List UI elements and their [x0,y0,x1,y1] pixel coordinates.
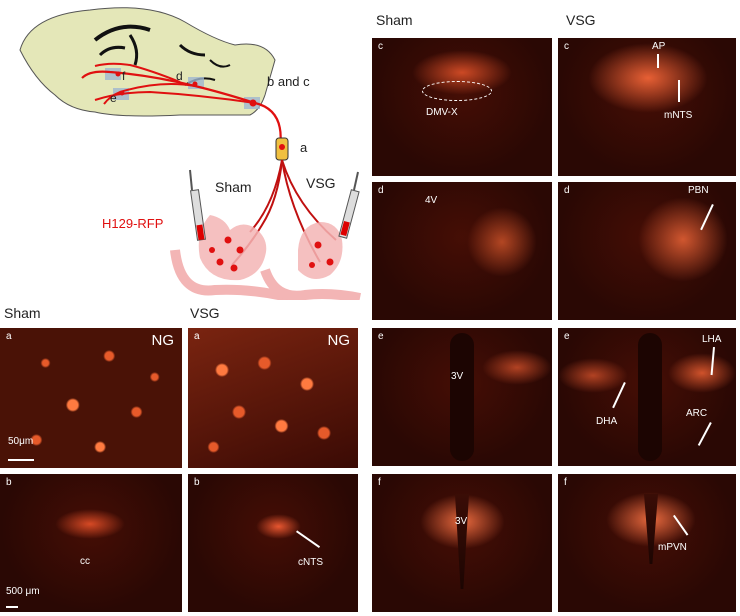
header-vsg-left: VSG [190,305,220,321]
annotation-cnts: cNTS [298,557,323,568]
panel-c-vsg: c AP mNTS [558,38,736,176]
pointer-line [697,422,712,446]
diagram-label-bc: b and c [267,74,310,89]
diagram-label-f: f [122,69,126,83]
panel-d-sham: d 4V [372,182,552,320]
diagram-label-sham: Sham [215,179,252,195]
panel-letter: e [378,331,384,342]
stomach-sham [198,215,267,281]
panel-letter: b [6,477,12,488]
annotation-cc: cc [80,556,90,567]
panel-letter: c [564,41,569,52]
panel-ng-vsg: a NG [188,328,358,468]
annotation-3v: 3V [455,516,468,527]
panel-ng-sham: a NG 50μm [0,328,182,468]
panel-letter: a [194,331,200,342]
panel-letter: e [564,331,570,342]
panel-letter: b [194,477,200,488]
panel-letter: a [6,331,12,342]
panel-letter: c [378,41,383,52]
scale-bar-label: 500 μm [6,586,40,597]
annotation-3v: 3V [451,371,464,382]
panel-letter: f [378,477,381,488]
pointer-line [296,530,320,549]
brain-outline [19,7,276,117]
panel-f-vsg: f mPVN [558,474,736,612]
pointer-line [657,54,659,68]
diagram-label-a: a [300,140,308,155]
scale-bar-label: 50μm [8,436,34,447]
annotation-dmv-x: DMV-X [426,107,458,118]
scale-bar [6,606,18,608]
annotation-lha: LHA [702,334,722,345]
panel-b-sham: b cc 500 μm [0,474,182,612]
dmv-x-outline [422,81,492,101]
annotation-arc: ARC [686,408,708,419]
pointer-line [678,80,680,102]
panel-e-vsg: e LHA DHA ARC [558,328,736,466]
panel-b-vsg: b cNTS [188,474,358,612]
panel-c-sham: c DMV-X [372,38,552,176]
panel-letter: d [378,185,384,196]
diagram-label-vsg: VSG [306,175,336,191]
annotation-4v: 4V [425,195,438,206]
region-ng: NG [327,332,351,349]
panel-letter: d [564,185,570,196]
scale-bar [8,459,34,461]
panel-d-vsg: d PBN [558,182,736,320]
syringe-sham-icon [189,169,207,241]
syringe-vsg-icon [338,171,360,239]
header-sham-top: Sham [376,12,413,28]
annotation-pbn: PBN [688,185,709,196]
stomach-vsg [298,222,343,279]
panel-f-sham: f 3V [372,474,552,612]
header-sham-left: Sham [4,305,41,321]
annotation-ap: AP [652,41,666,52]
annotation-dha: DHA [596,416,618,427]
diagram-label-d: d [176,69,183,83]
panel-e-sham: e 3V [372,328,552,466]
diagram-label-e: e [110,91,117,105]
panel-letter: f [564,477,567,488]
annotation-mnts: mNTS [664,110,693,121]
tracing-diagram: f d e b and c a Sham VSG H129-RFP [19,7,361,300]
region-ng: NG [151,332,175,349]
annotation-mpvn: mPVN [658,542,687,553]
header-vsg-top: VSG [566,12,596,28]
diagram-virus-label: H129-RFP [102,216,163,231]
